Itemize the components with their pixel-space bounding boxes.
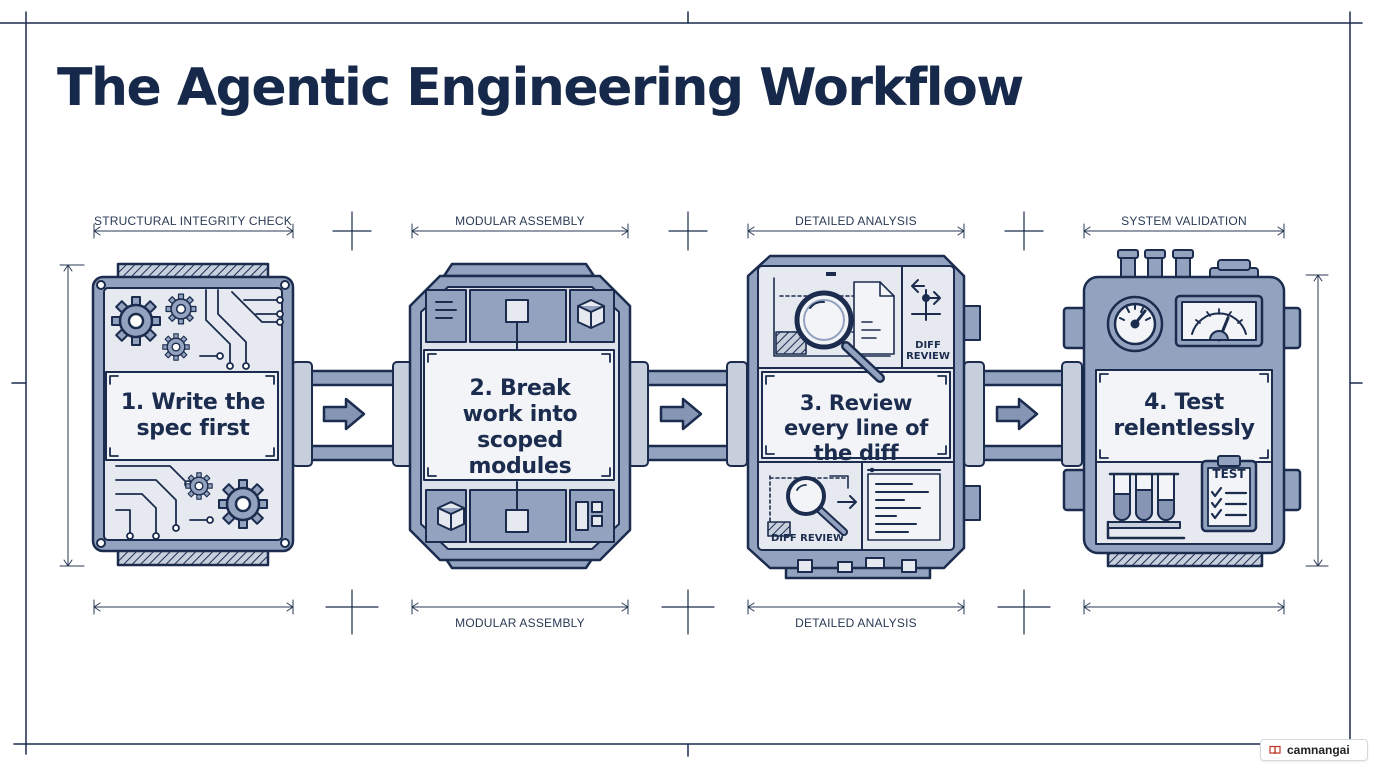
gear-icon (185, 472, 213, 500)
diff-review-label: DIFF REVIEW (771, 533, 845, 544)
clipboard-icon (1200, 455, 1258, 533)
caption-structural-integrity: STRUCTURAL INTEGRITY CHECK (94, 214, 292, 228)
crosshair-marks (325, 211, 1051, 635)
caption-detailed-analysis-bottom: DETAILED ANALYSIS (795, 616, 917, 630)
watermark-badge: camnangai (1260, 739, 1368, 761)
watermark-text: camnangai (1287, 743, 1350, 757)
meter-icon (1174, 294, 1264, 348)
page-title: The Agentic Engineering Workflow (57, 58, 1024, 118)
gear-icon (165, 293, 197, 325)
gauge-icon (1106, 295, 1164, 353)
module-2 (408, 262, 632, 570)
step-4-label: 4. Test relentlessly (1113, 390, 1255, 441)
magnifier-icon (794, 290, 885, 383)
caption-detailed-analysis-top: DETAILED ANALYSIS (795, 214, 917, 228)
arrow-icon (322, 397, 366, 431)
test-label: TEST (1212, 467, 1246, 481)
page-frame (0, 11, 1363, 757)
dimension-guides (59, 223, 1329, 615)
caption-modular-assembly-top: MODULAR ASSEMBLY (455, 214, 585, 228)
magnifier-icon (786, 476, 848, 536)
caption-modular-assembly-bottom: MODULAR ASSEMBLY (455, 616, 585, 630)
book-icon (1269, 745, 1281, 755)
diff-review-label: DIFF REVIEW (906, 340, 950, 362)
step-3-label: 3. Review every line of the diff (783, 391, 929, 465)
arrow-icon (995, 397, 1039, 431)
caption-system-validation: SYSTEM VALIDATION (1121, 214, 1247, 228)
step-2-label: 2. Break work into scoped modules (462, 376, 578, 479)
gear-icon (162, 333, 190, 361)
gear-icon (217, 478, 269, 530)
connector-pipes (291, 361, 1084, 467)
arrow-icon (659, 397, 703, 431)
step-1-label: 1. Write the spec first (120, 390, 266, 441)
gear-icon (110, 295, 162, 347)
test-tube-icon (1106, 472, 1186, 540)
